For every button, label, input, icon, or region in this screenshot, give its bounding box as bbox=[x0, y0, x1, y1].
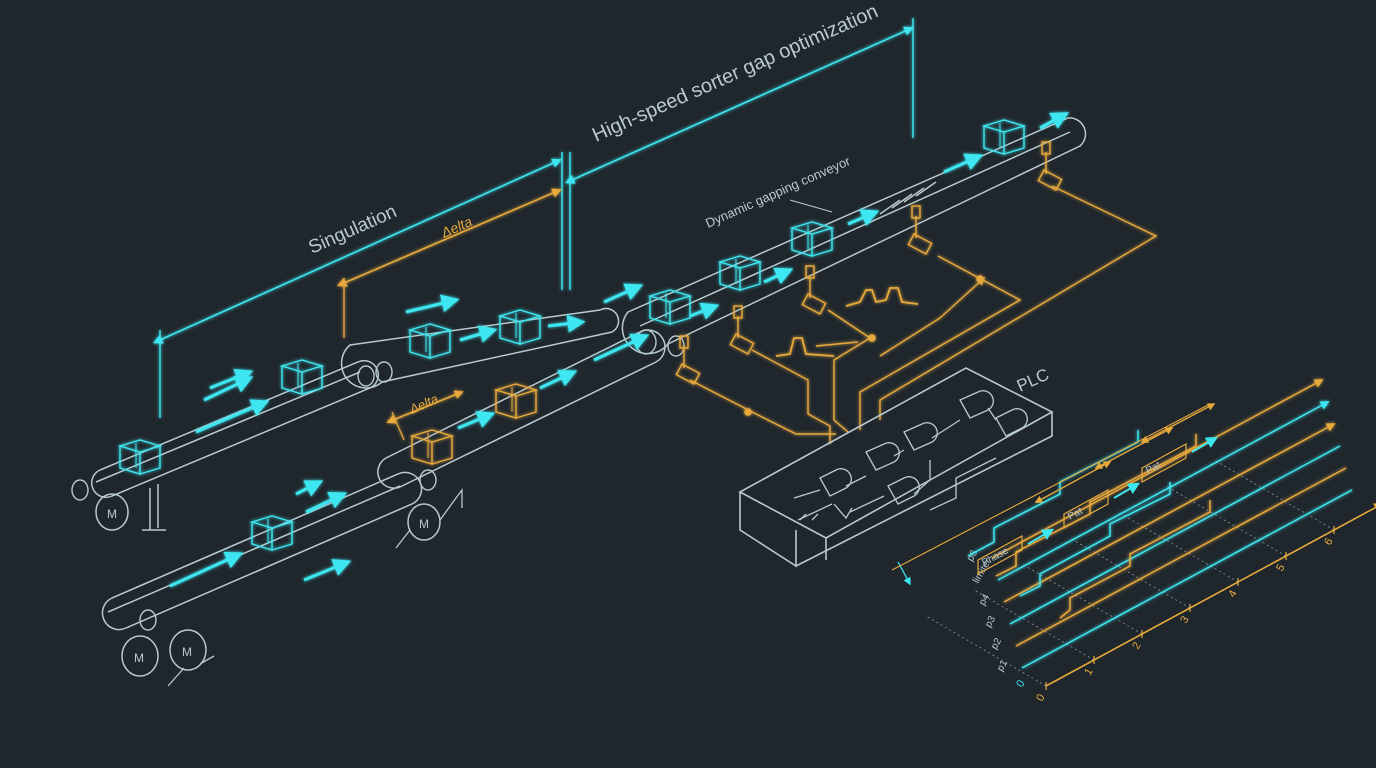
timing-box-label: Pat bbox=[1144, 460, 1163, 477]
photo-eye-sensors bbox=[675, 141, 1063, 385]
time-tick-label: 1 bbox=[1082, 666, 1095, 677]
time-tick-label: 0 bbox=[1014, 678, 1027, 689]
flow-arrow bbox=[603, 283, 644, 304]
flow-arrow bbox=[689, 302, 720, 320]
pulse-signal-top bbox=[845, 287, 919, 307]
time-tick-label: 2 bbox=[1130, 640, 1143, 651]
singulation-label: Singulation bbox=[305, 201, 399, 258]
package-box bbox=[279, 359, 325, 395]
high-speed-label: High-speed sorter gap optimization bbox=[589, 0, 881, 146]
flow-arrow bbox=[295, 480, 324, 497]
motor-label: M bbox=[182, 645, 192, 659]
motor-label: M bbox=[134, 651, 144, 665]
photo-eye-sensor bbox=[675, 335, 701, 385]
roller-ends bbox=[71, 329, 685, 631]
flow-arrow bbox=[405, 294, 460, 314]
package-box bbox=[717, 255, 763, 291]
flow-arrow bbox=[169, 551, 244, 588]
flow-arrow bbox=[305, 492, 348, 514]
package-box bbox=[117, 439, 163, 475]
delta-label-top: Δelta bbox=[438, 213, 475, 241]
time-tick-label: 3 bbox=[1178, 614, 1191, 625]
motor-label: M bbox=[419, 517, 429, 531]
package-box bbox=[407, 323, 453, 359]
flow-arrow bbox=[303, 559, 352, 582]
photo-eye-sensor bbox=[729, 305, 755, 355]
motor-mid: M bbox=[395, 488, 463, 549]
timing-row-label: p3 bbox=[983, 614, 998, 630]
time-tick-label: 4 bbox=[1226, 588, 1239, 599]
flow-arrow bbox=[943, 153, 984, 174]
plc-logic-gates bbox=[793, 390, 1028, 521]
dimension-singulation bbox=[152, 152, 571, 418]
flow-arrow bbox=[195, 399, 270, 434]
dynamic-gapping-leader bbox=[789, 199, 833, 213]
timing-row-label: p1 bbox=[995, 658, 1010, 674]
conveyor-merge-upper bbox=[340, 307, 620, 389]
flow-arrows bbox=[169, 112, 1070, 588]
package-box bbox=[497, 309, 543, 345]
dimension-high-speed bbox=[564, 18, 914, 184]
timing-box-label: Pat bbox=[1066, 506, 1085, 523]
pulse-signal-bottom bbox=[775, 337, 835, 357]
package-box bbox=[249, 515, 295, 551]
dimension-delta-lower bbox=[386, 390, 464, 441]
packages bbox=[117, 119, 1027, 551]
photo-eye-sensor bbox=[1037, 141, 1063, 191]
flow-arrow bbox=[457, 411, 496, 430]
flow-arrow bbox=[547, 314, 586, 333]
flow-arrow bbox=[593, 333, 650, 362]
package-box bbox=[647, 289, 693, 325]
flow-arrow bbox=[763, 267, 794, 285]
plc-label: PLC bbox=[1014, 365, 1052, 396]
package-box bbox=[981, 119, 1027, 155]
time-tick-label: 6 bbox=[1322, 536, 1335, 547]
time-tick-label: 0 bbox=[1034, 692, 1047, 703]
package-box bbox=[789, 221, 835, 257]
flow-arrow bbox=[1039, 112, 1070, 130]
dimension-delta-top bbox=[336, 188, 562, 338]
signal-wires bbox=[689, 185, 1158, 444]
time-tick-label: 5 bbox=[1274, 562, 1287, 573]
dynamic-gapping-label: Dynamic gapping conveyor bbox=[703, 153, 853, 231]
conveyor-merge-lower bbox=[377, 329, 666, 489]
conveyor-infeed-lower bbox=[101, 471, 423, 631]
flow-arrow bbox=[459, 325, 498, 343]
package-box bbox=[409, 429, 455, 465]
motor-upper: M bbox=[95, 493, 129, 531]
timing-row-label: p4 bbox=[977, 592, 992, 608]
flow-arrow bbox=[209, 368, 254, 390]
delta-label-lower: Δelta bbox=[406, 391, 440, 417]
motor-lower-a: M bbox=[121, 635, 159, 677]
package-box bbox=[493, 383, 539, 419]
photo-eye-sensor bbox=[907, 205, 933, 255]
motor-lower-b: M bbox=[167, 629, 215, 687]
plc-unit bbox=[738, 367, 1054, 568]
flow-arrow bbox=[539, 369, 578, 390]
timing-box-label: Phase bbox=[980, 545, 1011, 568]
photo-eye-sensor bbox=[801, 265, 827, 315]
timing-row-label: p2 bbox=[989, 636, 1004, 652]
flow-arrow bbox=[847, 209, 880, 226]
motor-label: M bbox=[107, 507, 117, 521]
conveyor-gapping bbox=[621, 117, 1087, 355]
